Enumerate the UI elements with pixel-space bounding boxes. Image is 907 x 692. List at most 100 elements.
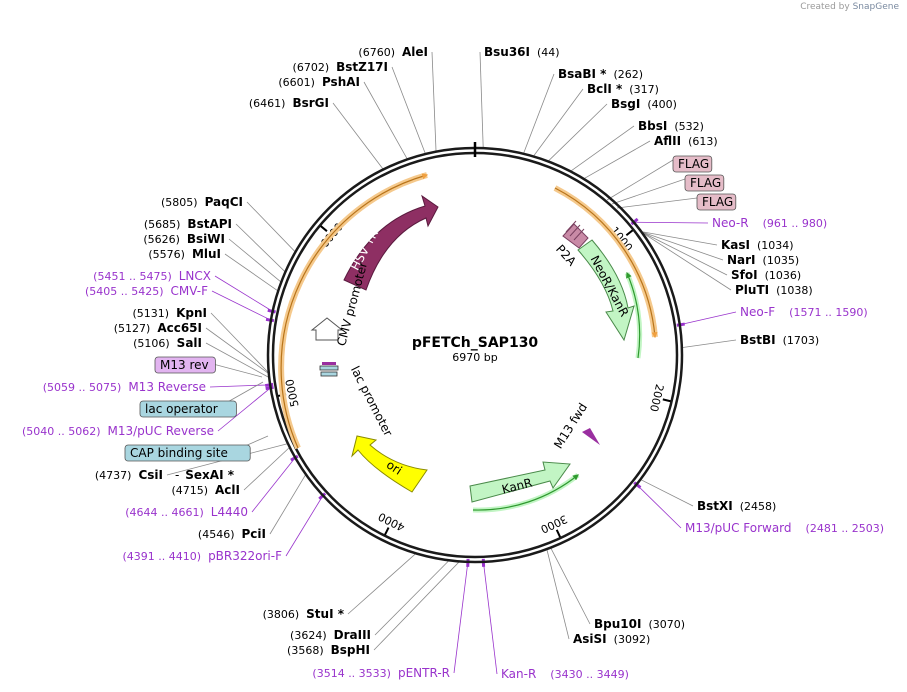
primer-label-neo-f: Neo-F(1571 .. 1590)	[740, 305, 868, 319]
primer-label-pbr322ori-f: (4391 .. 4410)pBR322ori-F	[123, 549, 283, 563]
p2a-feature-arrow	[562, 223, 589, 249]
enzyme-site-mlui: (5576) MluI	[148, 247, 221, 261]
primer-label-lncx: (5451 .. 5475)LNCX	[93, 269, 211, 283]
feature-box-label-cap-binding-site: CAP binding site	[130, 446, 228, 460]
enzyme-site-bsu36i: Bsu36I (44)	[484, 45, 560, 59]
tick-mark-3000	[555, 529, 562, 538]
m13-fwd-feature-arrow	[582, 428, 600, 445]
enzyme-name: SalI	[177, 336, 202, 350]
enzyme-leader-asisi	[546, 549, 570, 640]
enzyme-name: MluI	[192, 247, 221, 261]
enzyme-position: (6461)	[249, 97, 286, 110]
enzyme-name: BsiWI	[187, 232, 225, 246]
enzyme-name: Bsu36I	[484, 45, 530, 59]
primer-name: Kan-R	[501, 667, 536, 681]
feature-box-label-flag: FLAG	[690, 176, 721, 190]
enzyme-name: StuI *	[306, 607, 345, 621]
feature-box-label-lac-operator: lac operator	[145, 402, 218, 416]
enzyme-name: PciI	[242, 527, 267, 541]
primer-leader-neo-r	[633, 221, 709, 224]
enzyme-position: (3092)	[614, 633, 651, 646]
enzyme-position: (2458)	[740, 500, 777, 513]
primer-range: (961 .. 980)	[763, 217, 828, 230]
enzyme-name: PluTI	[735, 283, 769, 297]
enzyme-site-aflii: AflII(613)	[654, 134, 718, 148]
enzyme-position: (5127)	[114, 322, 151, 335]
m13-fwd-label: M13 fwd	[551, 401, 590, 452]
lac-cap-glyph	[320, 371, 338, 377]
enzyme-position: (4546)	[198, 528, 235, 541]
orf-arc-right-line	[554, 187, 658, 339]
enzyme-leader-acc65i	[205, 327, 270, 375]
enzyme-name: BsaBI *	[558, 67, 607, 81]
enzyme-site-sexai: SexAI *	[185, 468, 234, 482]
primer-name: LNCX	[179, 269, 211, 283]
enzyme-position: (5576)	[148, 248, 185, 261]
enzyme-position: (1038)	[776, 284, 813, 297]
enzyme-site-acc65i: (5127) Acc65I	[114, 321, 202, 335]
enzyme-name: AleI	[402, 45, 428, 59]
enzyme-name: NarI	[727, 253, 756, 267]
enzyme-site-bstbi: BstBI (1703)	[740, 333, 819, 347]
neor-kanr-feature-arrow	[577, 239, 635, 342]
feature-box-flag	[672, 155, 713, 173]
enzyme-site-bsiwi: (5626) BsiWI	[143, 232, 225, 246]
enzyme-site-pluti: PluTI (1038)	[735, 283, 813, 297]
enzyme-leader-bstxi	[640, 479, 694, 507]
enzyme-position: (5626)	[143, 233, 180, 246]
primer-name: M13/pUC Reverse	[108, 424, 215, 438]
primer-range: (4391 .. 4410)	[123, 550, 202, 563]
enzyme-leader-bcli	[533, 88, 584, 157]
tick-mark-6000	[320, 225, 328, 232]
enzyme-name: BsgI	[611, 97, 640, 111]
primer-range: (3430 .. 3449)	[550, 668, 629, 681]
primer-name: CMV-F	[171, 284, 209, 298]
enzyme-position: (3806)	[263, 608, 300, 621]
tick-mark-4000	[384, 527, 390, 536]
enzyme-leader-bsgi	[547, 103, 608, 162]
feature-box-lac-operator	[139, 400, 237, 418]
enzyme-leader-pcii	[269, 474, 307, 535]
primer-range: (5040 .. 5062)	[22, 425, 101, 438]
enzyme-position: (44)	[537, 46, 560, 59]
enzyme-name: AflII	[654, 134, 681, 148]
p2a-label: P2A	[553, 242, 579, 269]
enzyme-name: DraIII	[334, 628, 371, 642]
enzyme-leader-bstapi	[235, 223, 286, 273]
cmv-promoter-arrow	[310, 317, 344, 341]
enzyme-leader-aflii	[583, 140, 651, 180]
enzyme-site-acli: (4715)AclI	[171, 483, 240, 497]
enzyme-name: Acc65I	[157, 321, 202, 335]
enzyme-position: (317)	[629, 83, 659, 96]
primer-range: (1571 .. 1590)	[789, 306, 868, 319]
enzyme-site-sali: (5106)SalI	[133, 336, 202, 350]
enzyme-leader-bsrgi	[332, 102, 384, 170]
enzyme-position: (5131)	[133, 307, 170, 320]
enzyme-name: BbsI	[638, 119, 667, 133]
enzyme-site-alei: (6760)AleI	[358, 45, 428, 59]
enzyme-position: (1703)	[783, 334, 820, 347]
primer-label-neo-r: Neo-R(961 .. 980)	[712, 216, 827, 230]
enzyme-site-paqci: (5805)PaqCI	[161, 195, 243, 209]
enzyme-leader-bsu36i	[479, 51, 484, 149]
tick-mark-2000	[662, 398, 671, 403]
enzyme-leader-bbsi	[570, 125, 635, 172]
orf-arc-left-line	[280, 173, 429, 449]
enzyme-name: PshAI	[322, 75, 360, 89]
primer-leader-m13-puc-forward	[636, 484, 682, 529]
enzyme-leader-nari	[641, 231, 724, 261]
enzyme-name: SexAI *	[185, 468, 234, 482]
primer-label-cmv-f: (5405 .. 5425)CMV-F	[85, 284, 208, 298]
enzyme-leader-pluti	[641, 231, 732, 291]
primer-leader-l4440	[251, 457, 296, 513]
enzyme-name: BstBI	[740, 333, 776, 347]
primer-range: (4644 .. 4661)	[125, 506, 204, 519]
lac-promoter-label: lac promoter	[348, 364, 395, 439]
enzyme-site-bcli: BclI *(317)	[587, 82, 659, 96]
label-leader-lines	[166, 51, 737, 675]
primer-leader-pbr322ori-f	[285, 495, 324, 557]
enzyme-separator: -	[175, 468, 179, 482]
tick-mark-1000	[625, 229, 634, 237]
enzyme-site-bpu10i: Bpu10I(3070)	[594, 617, 685, 631]
primer-label-m13-puc-reverse: (5040 .. 5062) M13/pUC Reverse	[22, 424, 214, 438]
